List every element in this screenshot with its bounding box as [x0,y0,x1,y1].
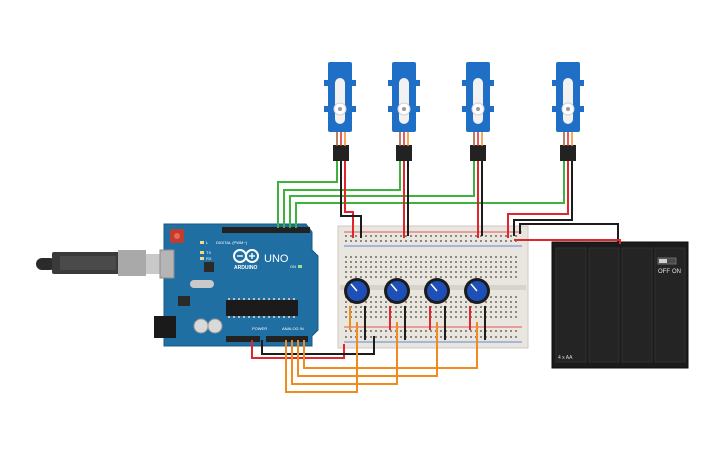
battery-pack[interactable]: OFF ON 4 x AA [551,241,689,369]
arduino-model: UNO [264,253,289,265]
potentiometer-2[interactable] [384,278,410,304]
led-on [298,265,302,268]
wire-signal-3 [289,161,475,228]
power-jack[interactable] [154,316,176,338]
wires[interactable] [251,161,621,393]
wire-signal-1 [277,161,338,228]
atmega-chip [226,300,298,316]
header-power-label: POWER [252,326,267,331]
wire-gnd-black [261,336,375,355]
wire-servo1-black [340,161,362,238]
led-tx [200,251,204,254]
led-l [200,241,204,244]
wire-analog-4 [303,322,478,369]
wire-battery-black [519,223,619,242]
header-analog-label: ANALOG IN [282,326,304,331]
battery-capacity-label: 4 x AA [558,355,573,361]
usb-cable[interactable] [36,250,168,276]
wire-signal-4 [295,161,565,228]
servo-4[interactable] [552,62,584,161]
wire-analog-2 [291,322,398,385]
arduino-brand: ARDUINO [234,265,257,271]
wire-battery-red [514,239,621,244]
led-on-label: ON [290,264,296,269]
led-l-label: L [206,240,209,245]
potentiometer-4[interactable] [464,278,490,304]
wire-analog-1 [285,322,358,393]
led-tx-label: TX [206,250,211,255]
wire-analog-3 [297,322,438,377]
switch-off-label: OFF [658,269,670,275]
servo-1[interactable] [324,62,356,161]
wire-servo4-red [507,161,569,238]
switch-on-label: ON [672,269,681,275]
arduino-logo-icon [233,249,259,263]
wire-servo4-black [513,161,573,236]
servo-2[interactable] [388,62,420,161]
led-rx [200,257,204,260]
arduino-uno-board[interactable]: DIGITAL (PWM~) L TX RX ARDUINO UNO ON [154,223,319,347]
potentiometer-3[interactable] [424,278,450,304]
servo-3[interactable] [462,62,494,161]
header-digital-label: DIGITAL (PWM~) [216,240,248,245]
potentiometer-1[interactable] [344,278,370,304]
led-rx-label: RX [206,256,212,261]
wire-servo1-red [344,161,354,238]
